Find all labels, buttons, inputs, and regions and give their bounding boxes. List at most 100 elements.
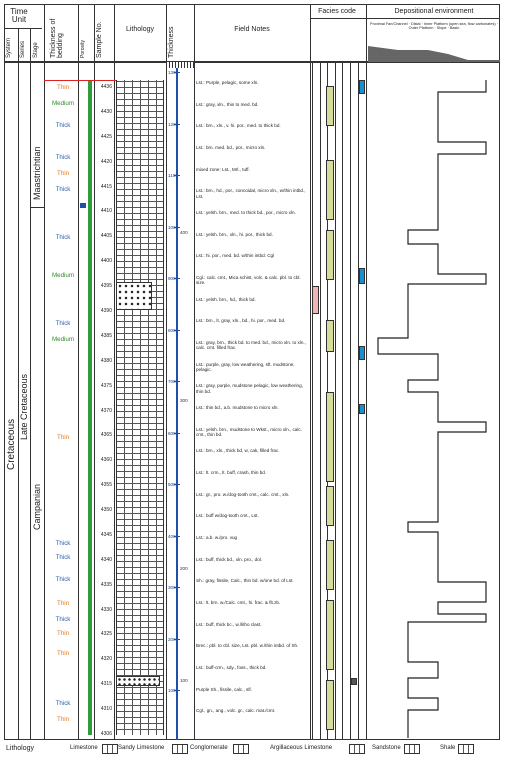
lithology-column bbox=[116, 80, 164, 735]
legend-swatch bbox=[233, 744, 250, 754]
bedding-label: Thin bbox=[56, 716, 70, 723]
field-note: Lst.: brn., xln., thick bd, w, cak, fill… bbox=[196, 448, 280, 454]
sample-number: 4340 bbox=[100, 556, 112, 563]
scale-tick bbox=[174, 175, 180, 176]
sample-number: 4306 bbox=[100, 731, 112, 737]
legend-swatch bbox=[404, 744, 421, 754]
sample-number: 4335 bbox=[100, 581, 112, 588]
field-note: Lst.: brn., xln., v. hi. por., med. to t… bbox=[196, 123, 281, 129]
field-note: Lst.: brn., lt. gray, xln., bd., hi. por… bbox=[196, 318, 286, 324]
bedding-label: Thick bbox=[55, 616, 71, 623]
time-unit-header: Time Unit bbox=[10, 7, 28, 24]
scale-m-label: 400 bbox=[180, 230, 188, 235]
sample-number: 4355 bbox=[100, 482, 112, 489]
field-note: Cgl., gn., ang., volc. gr., calc. mat./c… bbox=[196, 708, 276, 714]
legend-label: Conglomerate bbox=[190, 745, 228, 751]
sample-number: 4365 bbox=[100, 432, 112, 439]
thickness-axis bbox=[176, 64, 178, 740]
field-note: Lst.: hi. por., med. bd. w/thin intbd. C… bbox=[196, 253, 275, 259]
facies-column-line bbox=[350, 62, 351, 740]
facies-block bbox=[326, 486, 334, 526]
bedding-label: Thick bbox=[55, 186, 71, 193]
scale-tick bbox=[174, 535, 180, 537]
bedding-label: Thin bbox=[56, 650, 70, 657]
facies-column-line bbox=[342, 62, 344, 740]
sample-number: 4360 bbox=[100, 457, 112, 464]
sample-number: 4380 bbox=[100, 357, 112, 364]
bedding-label: Medium bbox=[51, 100, 74, 107]
scale-tick bbox=[174, 226, 180, 228]
facies-block bbox=[312, 286, 319, 314]
bedding-label: Thick bbox=[55, 234, 71, 241]
facies-block bbox=[326, 320, 334, 352]
facies-block bbox=[326, 230, 334, 280]
field-note: Lst.: yelsh. brn., xln., hi. por., thick… bbox=[196, 231, 273, 237]
facies-block bbox=[326, 540, 334, 590]
field-note: Lst.: gray, brn., thick bd. to med. bd.,… bbox=[196, 340, 306, 351]
field-note: Lst.: yelsh. brn., hd., thick bd. bbox=[196, 296, 256, 302]
field-note: Lst.: gr., pro. w./dog-tooth cmt., calc.… bbox=[196, 491, 290, 497]
field-note: Lst.: thin bd., a.b. mudstone to micro x… bbox=[196, 405, 279, 410]
bedding-label: Thick bbox=[55, 576, 71, 583]
facies-column-line bbox=[312, 62, 313, 740]
env-profile-icon bbox=[368, 46, 500, 62]
sample-number: 4315 bbox=[100, 681, 112, 688]
legend-title: Lithology bbox=[6, 745, 35, 752]
field-note: Lst.: buff, thick bd., xln. pro., dol. bbox=[196, 556, 263, 562]
porosity-header: Porosity bbox=[80, 39, 86, 58]
legend-label: Sandstone bbox=[372, 745, 401, 751]
sample-number: 4345 bbox=[100, 531, 112, 538]
sample-number: 4385 bbox=[100, 332, 112, 339]
facies-code-header: Facies code bbox=[318, 8, 356, 15]
sample-number: 4395 bbox=[100, 283, 112, 290]
field-note: Purple Sh., fissile, calc., slf. bbox=[196, 686, 252, 692]
top-marker-line bbox=[44, 80, 164, 81]
scale-tick bbox=[174, 72, 180, 73]
system-label: Cretaceous bbox=[6, 418, 17, 470]
bedding-label: Thick bbox=[55, 320, 71, 327]
bedding-label: Thick bbox=[55, 700, 71, 707]
stage-upper-label: Maastrichtian bbox=[32, 146, 42, 200]
scale-feet-label: 500 bbox=[168, 482, 176, 487]
header-box bbox=[4, 4, 500, 62]
system-header: System bbox=[6, 37, 12, 58]
series-label: Late Cretaceous bbox=[19, 373, 29, 440]
sample-number: 4405 bbox=[100, 233, 112, 240]
field-note: Lst.: a.b. w./pro. vug bbox=[196, 535, 238, 540]
bedding-label: Thin bbox=[56, 600, 70, 607]
sample-number: 4325 bbox=[100, 631, 112, 638]
sample-number: 4400 bbox=[100, 258, 112, 265]
scale-feet-label: 1300 bbox=[168, 70, 179, 75]
sample-number: 4430 bbox=[100, 108, 112, 115]
stage-lower-label: Campanian bbox=[32, 483, 42, 530]
field-note: Cgl.: calc. cmt., Mica schist, volc. & c… bbox=[196, 275, 301, 286]
scale-tick bbox=[174, 381, 180, 382]
scale-feet-label: 1100 bbox=[168, 173, 178, 178]
field-note: Lst.: Purple, pelagic, some xln. bbox=[196, 80, 259, 85]
facies-block bbox=[326, 86, 334, 126]
field-note: mixed zone: Lst., Mrl., tuff. bbox=[196, 166, 250, 172]
env-zone-labels: Proximal Fan/Channel · Distal · Inner Pl… bbox=[370, 22, 498, 30]
sample-number: 4330 bbox=[100, 606, 112, 613]
facies-block bbox=[359, 404, 365, 414]
bedding-label: Thin bbox=[56, 84, 70, 91]
body-frame bbox=[4, 62, 500, 740]
field-note: Lst.: lt. crm., lt. buff, crash, thin bd… bbox=[196, 470, 267, 475]
facies-column-line bbox=[334, 62, 336, 740]
bedding-label: Thick bbox=[55, 540, 71, 547]
facies-block bbox=[326, 160, 334, 220]
field-notes-header: Field Notes bbox=[234, 26, 270, 33]
scale-feet-label: 900 bbox=[168, 276, 176, 281]
bedding-label: Thick bbox=[55, 122, 71, 129]
field-note: Lst.: purple, gray, low weathering, sft.… bbox=[196, 361, 295, 373]
breccia-bed bbox=[116, 676, 160, 686]
scale-tick bbox=[174, 690, 180, 691]
legend-label: Shale bbox=[440, 745, 456, 751]
sample-number: 4370 bbox=[100, 407, 112, 414]
legend-swatch bbox=[458, 744, 474, 754]
legend-label: Limestone bbox=[70, 745, 98, 751]
bedding-label: Thin bbox=[56, 630, 70, 637]
field-note: Lst.: yelsh. brn., med. to thick bd., po… bbox=[196, 210, 296, 215]
sample-number: 4410 bbox=[100, 208, 112, 215]
